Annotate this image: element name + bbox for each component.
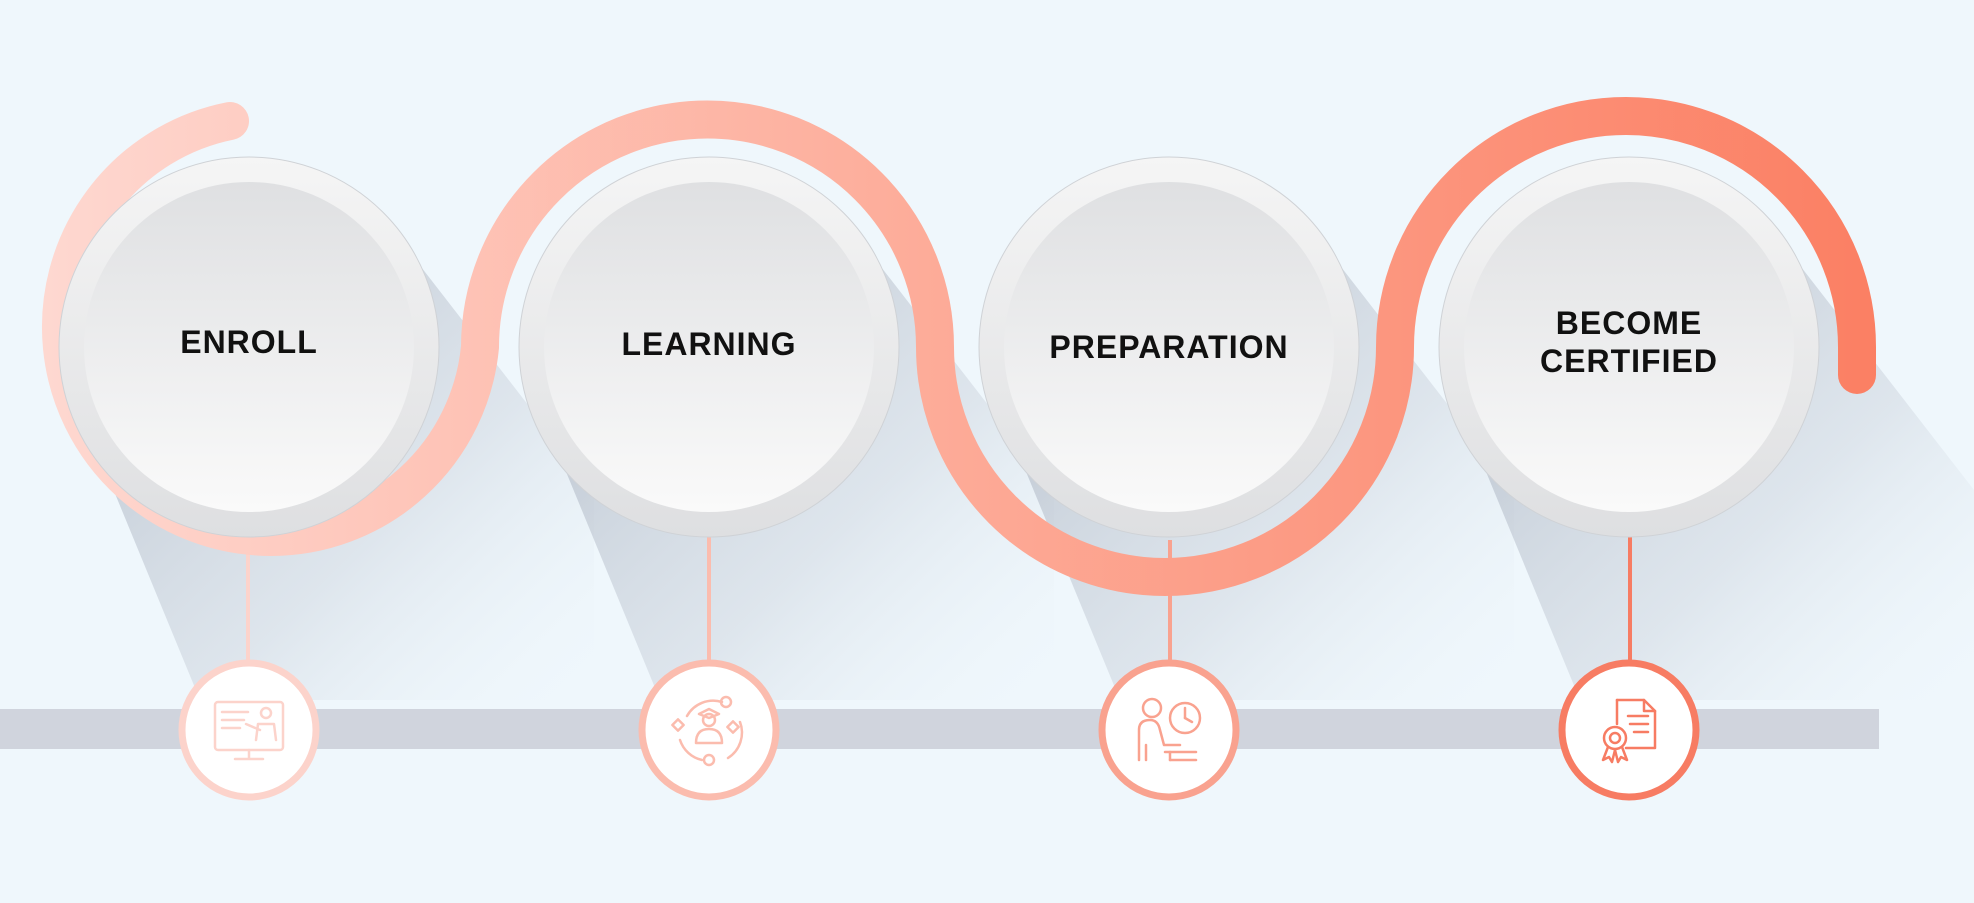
icon-badge-3 <box>1098 659 1240 801</box>
icon-badge-1 <box>178 659 320 801</box>
step-label-3: PREPARATION <box>1049 329 1289 365</box>
step-label-2: LEARNING <box>621 326 797 362</box>
stem-step-2 <box>707 536 711 660</box>
step-disc-1 <box>58 156 440 538</box>
step-disc-3 <box>978 156 1360 538</box>
icon-badge-4 <box>1558 659 1700 801</box>
stem-step-1 <box>246 540 250 660</box>
step-disc-4 <box>1438 156 1820 538</box>
stem-step-3 <box>1168 540 1172 660</box>
connector-stems <box>246 536 1632 660</box>
icon-badge-2 <box>638 659 780 801</box>
presentation-screen-icon <box>213 700 285 761</box>
learning-cycle-icon <box>671 695 744 767</box>
step-disc-2 <box>518 156 900 538</box>
step-label-1: ENROLL <box>180 324 318 360</box>
study-time-icon <box>1137 697 1202 762</box>
step-label-4: BECOME CERTIFIED <box>1540 305 1718 379</box>
stem-step-4 <box>1628 536 1632 660</box>
certificate-icon <box>1601 698 1657 764</box>
